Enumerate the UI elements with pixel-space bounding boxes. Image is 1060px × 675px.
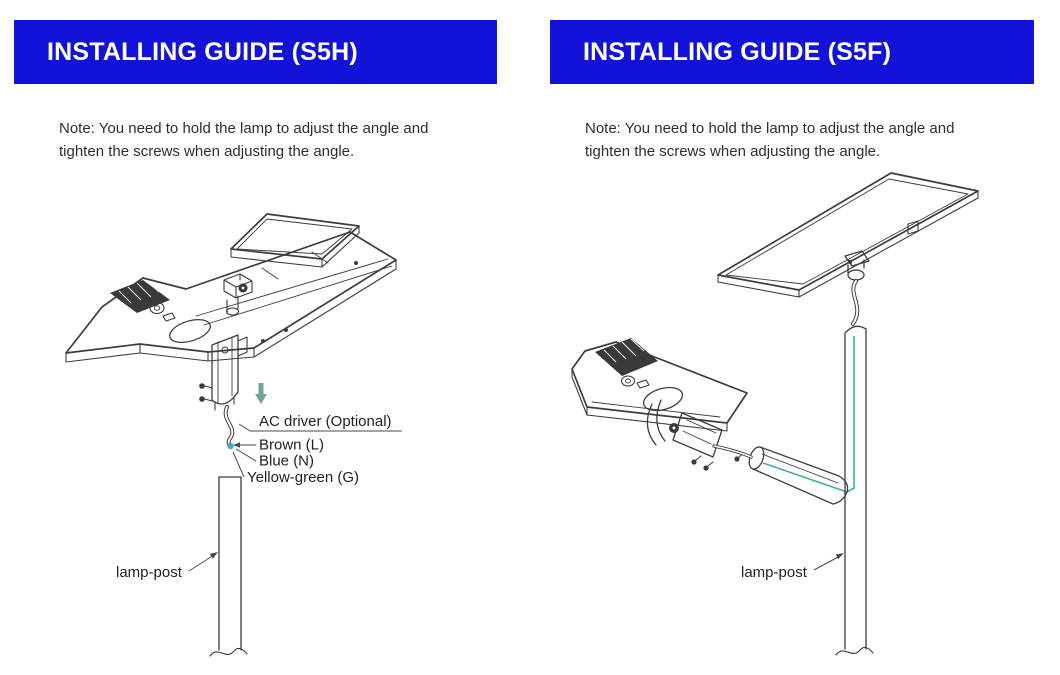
label-lamp-post-right: lamp-post [741, 564, 808, 581]
internal-wire [762, 336, 855, 493]
label-ac-driver: AC driver (Optional) [259, 413, 392, 430]
s5h-note: Note: You need to hold the lamp to adjus… [59, 120, 429, 160]
s5f-diagram: lamp-post [571, 172, 979, 656]
label-brown-l: Brown (L) [259, 437, 324, 454]
post-break-line [835, 646, 874, 656]
panel-mount-bracket [844, 250, 870, 326]
mounting-arm [748, 446, 849, 505]
s5f-title-banner: INSTALLING GUIDE (S5F) [550, 20, 1034, 84]
mounting-rails [195, 251, 393, 326]
light-sensor [620, 375, 636, 387]
down-arrow-icon [255, 383, 267, 404]
s5h-lamp-assembly [65, 213, 397, 450]
solar-panel [717, 172, 979, 298]
wire-tip [227, 442, 234, 450]
loose-screws [691, 452, 745, 471]
solar-panel [230, 213, 360, 268]
pole-clamp-bracket [211, 334, 248, 411]
output-wire [223, 405, 235, 450]
label-blue-n: Blue (N) [259, 453, 314, 470]
head-hinge-bracket [646, 399, 753, 471]
label-lamp-post-left: lamp-post [116, 564, 183, 581]
s5f-title: INSTALLING GUIDE (S5F) [583, 37, 892, 66]
handle-slot [169, 318, 211, 344]
s5f-callouts: lamp-post [741, 553, 844, 581]
detail-port [636, 379, 650, 389]
light-sensor [149, 301, 165, 315]
label-yellow-green-g: Yellow-green (G) [247, 469, 359, 486]
s5h-diagram: AC driver (Optional) Brown (L) Blue (N) … [65, 213, 402, 657]
s5h-title-banner: INSTALLING GUIDE (S5H) [14, 20, 497, 84]
s5h-title: INSTALLING GUIDE (S5H) [47, 37, 358, 66]
adjustment-screws [199, 383, 213, 402]
lamp-head [571, 338, 748, 432]
pivot-bracket [223, 273, 253, 316]
detail-port [162, 312, 176, 322]
s5h-callouts: AC driver (Optional) Brown (L) Blue (N) … [232, 413, 402, 486]
led-module [110, 279, 170, 313]
s5f-note: Note: You need to hold the lamp to adjus… [585, 120, 955, 160]
led-module [595, 338, 658, 376]
panel-tab [907, 220, 919, 235]
s5h-lamp-post: lamp-post [116, 476, 248, 657]
s5f-lamp-post [835, 325, 874, 656]
handle-slot [642, 386, 684, 412]
post-break-line [209, 647, 248, 657]
